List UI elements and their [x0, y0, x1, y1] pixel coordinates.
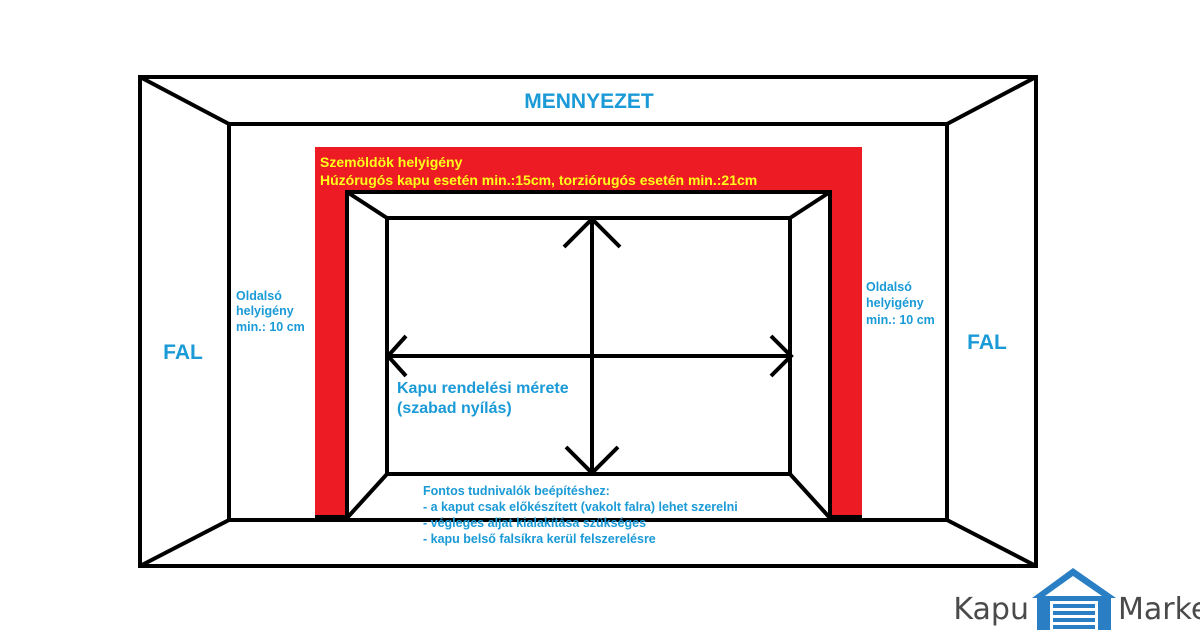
- door-corner-bottom-right: [788, 472, 832, 520]
- opening-label-line-1: Kapu rendelési mérete: [397, 380, 569, 397]
- notes-item-3: - kapu belső falsíkra kerül felszerelésr…: [423, 532, 656, 546]
- door-corner-top-left: [345, 190, 389, 220]
- corner-line-top-left: [139, 75, 230, 126]
- height-arrow-head-bottom: [564, 445, 620, 476]
- side-left-line-2: helyigény: [236, 304, 294, 318]
- height-arrow-head-top: [562, 216, 622, 249]
- garage-door-icon: [1032, 568, 1116, 630]
- notes-title: Fontos tudnivalók beépítéshez:: [423, 484, 610, 498]
- ceiling-label: MENNYEZET: [524, 90, 654, 113]
- brand-logo: Kapu Market: [953, 568, 1200, 630]
- side-left-line-1: Oldalsó: [236, 289, 282, 303]
- wall-right-label: FAL: [967, 331, 1007, 354]
- outer-frame: [138, 75, 1038, 568]
- opening-frame: [345, 190, 832, 518]
- wall-left-label: FAL: [163, 341, 203, 364]
- width-arrow-head-left: [385, 334, 408, 378]
- side-right-line-2: helyigény: [866, 296, 924, 310]
- lintel-title: Szemöldök helyigény: [320, 154, 463, 170]
- side-right-line-3: min.: 10 cm: [866, 313, 935, 327]
- door-corner-top-right: [788, 190, 832, 220]
- logo-text-left: Kapu: [953, 592, 1029, 627]
- notes-item-1: - a kaput csak előkészített (vakolt falr…: [423, 500, 738, 514]
- opening-label-line-2: (szabad nyílás): [397, 400, 512, 417]
- side-right-line-1: Oldalsó: [866, 280, 912, 294]
- corner-line-top-right: [946, 75, 1037, 126]
- notes-item-2: - végleges aljat kialakítása szükséges: [423, 516, 646, 530]
- lintel-space-band: [315, 147, 862, 518]
- corner-line-bottom-left: [139, 518, 230, 568]
- side-left-line-3: min.: 10 cm: [236, 320, 305, 334]
- logo-text-right: Market: [1118, 592, 1200, 627]
- width-arrow-head-right: [769, 334, 794, 378]
- lintel-detail: Húzórugós kapu esetén min.:15cm, torziór…: [320, 172, 757, 188]
- door-corner-bottom-left: [345, 472, 389, 520]
- inner-wall-frame: [227, 122, 949, 522]
- corner-line-bottom-right: [946, 518, 1037, 568]
- door-frame: [385, 216, 792, 476]
